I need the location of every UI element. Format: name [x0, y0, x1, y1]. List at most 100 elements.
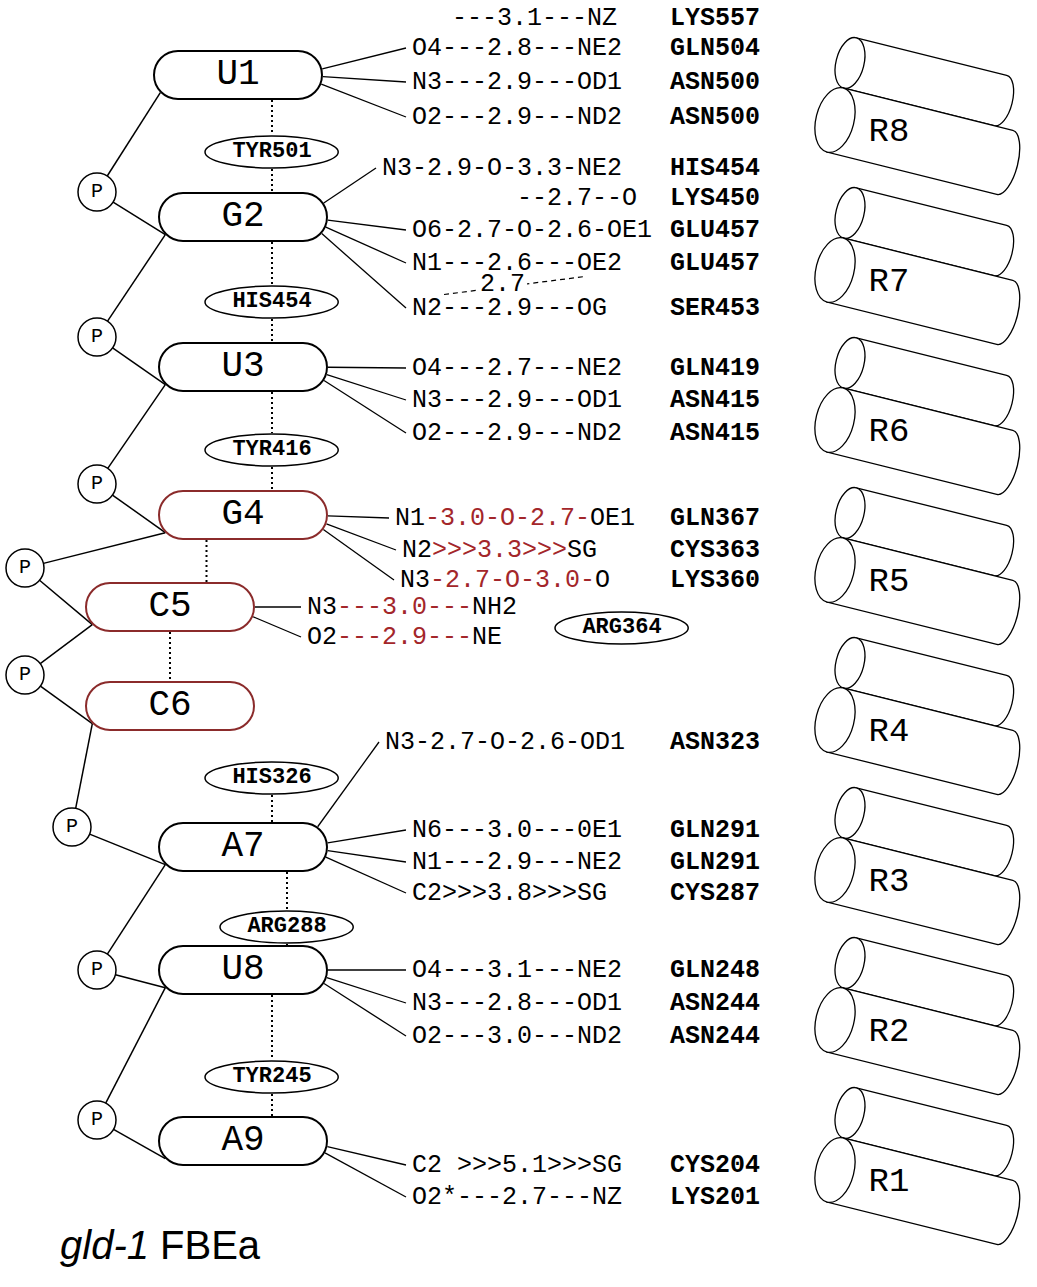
nucleotide-name: G2 — [221, 197, 264, 237]
residue-name: ASN415 — [668, 421, 762, 446]
interaction-distance: O6-2.7-O-2.6-OE1 — [410, 218, 654, 243]
nucleotide-box: U8 — [158, 945, 328, 995]
repeat-name: R1 — [869, 1164, 910, 1201]
interaction-distance: O2*---2.7---NZ — [410, 1185, 624, 1210]
nucleotide-name: C5 — [148, 587, 191, 627]
stacking-line — [271, 795, 273, 822]
helical-repeat-outline — [805, 1075, 1037, 1225]
interaction-line — [324, 983, 406, 1036]
phosphate-circle: P — [52, 807, 92, 847]
nucleotide-name: A7 — [221, 827, 264, 867]
interaction-distance: N1---2.9---NE2 — [410, 850, 624, 875]
interaction-line — [255, 606, 301, 607]
helical-repeat: R6 — [805, 325, 1037, 475]
interaction-distance: O2---2.9---ND2 — [410, 421, 624, 446]
helical-repeat: R4 — [805, 625, 1037, 775]
interaction-line — [328, 220, 406, 230]
interaction-distance: O4---3.1---NE2 — [410, 958, 624, 983]
interaction-line — [328, 851, 406, 862]
phosphate-circle: P — [77, 950, 117, 990]
repeat-name: R2 — [869, 1014, 910, 1051]
interaction-distance: N3-2.7-O-2.6-OD1 — [383, 730, 627, 755]
residue-name: ASN500 — [668, 70, 762, 95]
interaction-distance: O2---2.9---NE — [305, 625, 504, 650]
helical-repeat: R2 — [805, 925, 1037, 1075]
residue-name: GLN419 — [668, 356, 762, 381]
helical-repeat: R1 — [805, 1075, 1037, 1225]
backbone-line — [43, 533, 165, 564]
stacking-line — [271, 169, 273, 192]
residue-name: GLN291 — [668, 818, 762, 843]
interaction-distance: N3-2.7-O-3.0-O — [398, 568, 612, 593]
stacking-line — [271, 467, 273, 490]
phosphate-label: P — [19, 557, 31, 579]
phosphate-circle: P — [77, 1100, 117, 1140]
interaction-line — [322, 48, 406, 69]
interaction-line — [328, 969, 406, 970]
stacking-line — [169, 632, 171, 681]
helical-repeat-outline — [805, 475, 1037, 625]
residue-name: CYS363 — [668, 538, 762, 563]
interaction-line — [326, 227, 406, 263]
backbone-line — [108, 235, 166, 322]
stacking-line — [286, 872, 288, 910]
residue-name: GLN248 — [668, 958, 762, 983]
helical-repeat-outline — [805, 625, 1037, 775]
interaction-distance: N3-2.9-O-3.3-NE2 — [380, 156, 624, 181]
interaction-distance: C2 >>>5.1>>>SG — [410, 1153, 624, 1178]
residue-name: TYR501 — [232, 140, 311, 164]
stacking-line — [271, 242, 273, 285]
residue-name: HIS454 — [668, 156, 762, 181]
interaction-distance: N3---2.8---OD1 — [410, 991, 624, 1016]
phosphate-circle: P — [77, 172, 117, 212]
helical-repeat-outline — [805, 25, 1037, 175]
residue-name: TYR416 — [232, 438, 311, 462]
residue-name: ASN415 — [668, 388, 762, 413]
interaction-line — [327, 978, 406, 1003]
nucleotide-name: C6 — [148, 686, 191, 726]
interaction-line — [325, 1153, 406, 1197]
residue-name: HIS326 — [232, 766, 311, 790]
interaction-line — [323, 530, 394, 580]
nucleotide-box: G4 — [158, 490, 328, 540]
residue-name: ASN244 — [668, 991, 762, 1016]
helical-repeat: R7 — [805, 175, 1037, 325]
nucleotide-box: A7 — [158, 822, 328, 872]
interaction-line — [328, 830, 406, 843]
nucleotide-box: C6 — [85, 681, 255, 731]
repeat-name: R4 — [869, 714, 910, 751]
residue-name: ASN500 — [668, 105, 762, 130]
nucleotide-name: U8 — [221, 950, 264, 990]
stacking-residue-ellipse: TYR501 — [204, 135, 339, 169]
helical-repeat-outline — [805, 775, 1037, 925]
nucleotide-box: G2 — [158, 192, 328, 242]
interaction-line — [321, 84, 406, 117]
residue-name: LYS557 — [668, 6, 762, 31]
interaction-line — [327, 375, 406, 400]
backbone-line — [106, 988, 166, 1103]
phosphate-label: P — [91, 326, 103, 348]
stacking-residue-ellipse: ARG364 — [554, 611, 689, 645]
interaction-distance: 2.7 — [478, 272, 527, 297]
residue-name: GLU457 — [668, 251, 762, 276]
stacking-line — [271, 319, 273, 342]
residue-name: GLN291 — [668, 850, 762, 875]
residue-name: TYR245 — [232, 1065, 311, 1089]
interaction-line — [327, 1147, 406, 1165]
residue-name: ARG288 — [247, 915, 326, 939]
residue-name: GLN504 — [668, 36, 762, 61]
residue-name: CYS287 — [668, 881, 762, 906]
caption: gld-1 FBEa — [60, 1223, 260, 1267]
interaction-distance: O2---2.9---ND2 — [410, 105, 624, 130]
residue-name: ASN323 — [668, 730, 762, 755]
interaction-line — [326, 524, 396, 550]
stacking-residue-ellipse: ARG288 — [219, 910, 354, 944]
backbone-line — [108, 385, 166, 469]
interaction-distance: N1-3.0-O-2.7-OE1 — [393, 506, 637, 531]
phosphate-label: P — [66, 816, 78, 838]
nucleotide-box: U3 — [158, 342, 328, 392]
helical-repeat: R5 — [805, 475, 1037, 625]
phosphate-label: P — [91, 473, 103, 495]
residue-name: LYS201 — [668, 1185, 762, 1210]
phosphate-label: P — [91, 959, 103, 981]
